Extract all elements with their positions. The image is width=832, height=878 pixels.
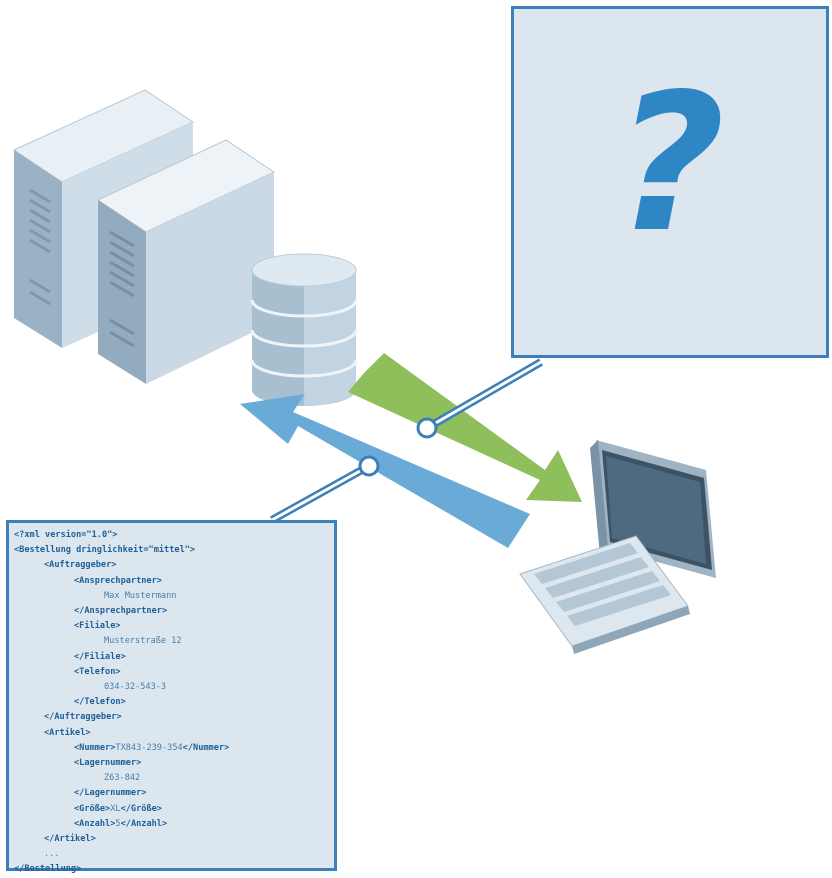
xml-tag: </Artikel> [44, 834, 96, 845]
xml-tag: </Ansprechpartner> [74, 606, 168, 617]
xml-code-lines: <?xml version="1.0"> <Bestellung dringlic… [14, 528, 334, 878]
xml-line: ... [14, 847, 334, 862]
xml-line: </Auftraggeber> [14, 710, 334, 725]
xml-tag: <Auftraggeber> [44, 560, 117, 571]
xml-line: <Auftraggeber> [14, 558, 334, 573]
xml-tag: </Lagernummer> [74, 788, 147, 799]
xml-line: <Bestellung dringlichkeit="mittel"> [14, 543, 334, 558]
xml-line: </Telefon> [14, 695, 334, 710]
xml-tag: <Nummer> [74, 742, 116, 753]
xml-tag: </Filiale> [74, 651, 126, 662]
xml-closing-tag: </Anzahl> [120, 818, 168, 829]
xml-line: <Nummer>TX843-239-354</Nummer> [14, 741, 334, 756]
xml-tag: </Bestellung> [14, 864, 82, 875]
xml-line: </Bestellung> [14, 862, 334, 877]
xml-line: <?xml version="1.0"> [14, 528, 334, 543]
xml-line: </Filiale> [14, 650, 334, 665]
xml-closing-tag: </Nummer> [182, 742, 230, 753]
xml-value: Musterstraße 12 [104, 636, 182, 647]
xml-value: ... [44, 849, 60, 860]
xml-tag: <Filiale> [74, 621, 121, 632]
xml-line: <Filiale> [14, 619, 334, 634]
xml-line: </Ansprechpartner> [14, 604, 334, 619]
desktop-computer-icon [519, 440, 716, 654]
xml-line: Musterstraße 12 [14, 634, 334, 649]
xml-tag: <Anzahl> [74, 818, 116, 829]
xml-line: <Artikel> [14, 726, 334, 741]
xml-tag: </Auftraggeber> [44, 712, 122, 723]
xml-line: 034-32-543-3 [14, 680, 334, 695]
xml-value: 5 [115, 818, 121, 829]
xml-line: <Ansprechpartner> [14, 574, 334, 589]
xml-tag: <Lagernummer> [74, 758, 142, 769]
xml-tag: </Telefon> [74, 697, 126, 708]
unknown-format-box: ? [511, 6, 829, 358]
xml-line: </Lagernummer> [14, 786, 334, 801]
incoming-order-arrow [240, 394, 530, 548]
xml-value: Max Mustermann [104, 590, 177, 601]
xml-order-document: <?xml version="1.0"> <Bestellung dringlic… [6, 520, 337, 874]
xml-line: <Telefon> [14, 665, 334, 680]
xml-tag: <?xml version="1.0"> [14, 530, 118, 540]
xml-line: <Anzahl>5</Anzahl> [14, 817, 334, 832]
xml-line: </Artikel> [14, 832, 334, 847]
outgoing-data-arrow [348, 353, 582, 502]
xml-value: TX843-239-354 [115, 742, 183, 753]
xml-connector [270, 455, 380, 524]
xml-tag: <Bestellung dringlichkeit="mittel"> [14, 545, 196, 556]
xml-line: <Größe>XL</Größe> [14, 802, 334, 817]
question-mark-icon: ? [614, 53, 726, 274]
database-icon [250, 253, 358, 406]
xml-value: XL [110, 803, 121, 814]
xml-closing-tag: </Größe> [120, 803, 162, 814]
xml-tag: <Artikel> [44, 727, 91, 738]
xml-tag: <Telefon> [74, 666, 121, 677]
xml-value: 034-32-543-3 [104, 682, 167, 693]
xml-line: Max Mustermann [14, 589, 334, 604]
question-connector [416, 358, 544, 439]
xml-tag: <Größe> [74, 803, 111, 814]
server-tower-front-icon [96, 139, 276, 384]
xml-line: <Lagernummer> [14, 756, 334, 771]
xml-value: Z63-842 [104, 773, 141, 784]
xml-tag: <Ansprechpartner> [74, 575, 162, 586]
xml-line: Z63-842 [14, 771, 334, 786]
